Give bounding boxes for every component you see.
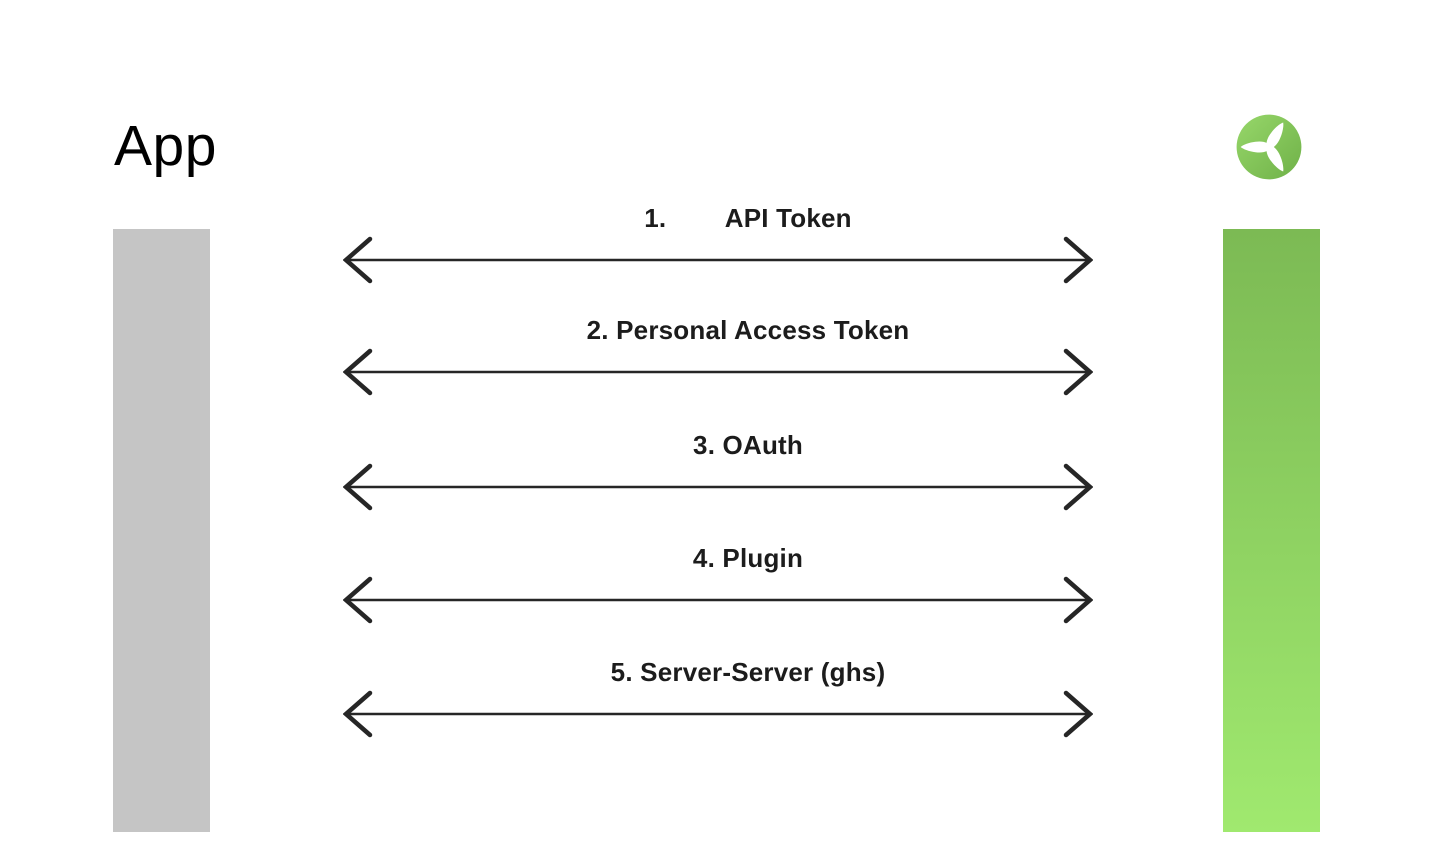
arrow-row-oauth: 3. OAuth bbox=[343, 428, 1093, 512]
arrow-label: 2. Personal Access Token bbox=[586, 315, 910, 345]
double-arrow-icon bbox=[343, 348, 1093, 396]
double-arrow-icon bbox=[343, 236, 1093, 284]
service-bar bbox=[1223, 229, 1320, 832]
turbine-logo-icon bbox=[1236, 114, 1302, 180]
arrow-label: 3. OAuth bbox=[693, 430, 803, 460]
page-title: App bbox=[114, 114, 217, 178]
double-arrow-icon bbox=[343, 690, 1093, 738]
arrow-label: 1. API Token bbox=[644, 203, 852, 233]
arrow-row-plugin: 4. Plugin bbox=[343, 541, 1093, 625]
arrow-label: 4. Plugin bbox=[692, 543, 804, 573]
app-bar bbox=[113, 229, 210, 832]
arrow-row-server-server: 5. Server-Server (ghs) bbox=[343, 655, 1093, 739]
double-arrow-icon bbox=[343, 463, 1093, 511]
arrow-row-api-token: 1. API Token bbox=[343, 201, 1093, 285]
arrow-label: 5. Server-Server (ghs) bbox=[610, 657, 886, 687]
double-arrow-icon bbox=[343, 576, 1093, 624]
arrow-row-personal-access-token: 2. Personal Access Token bbox=[343, 313, 1093, 397]
